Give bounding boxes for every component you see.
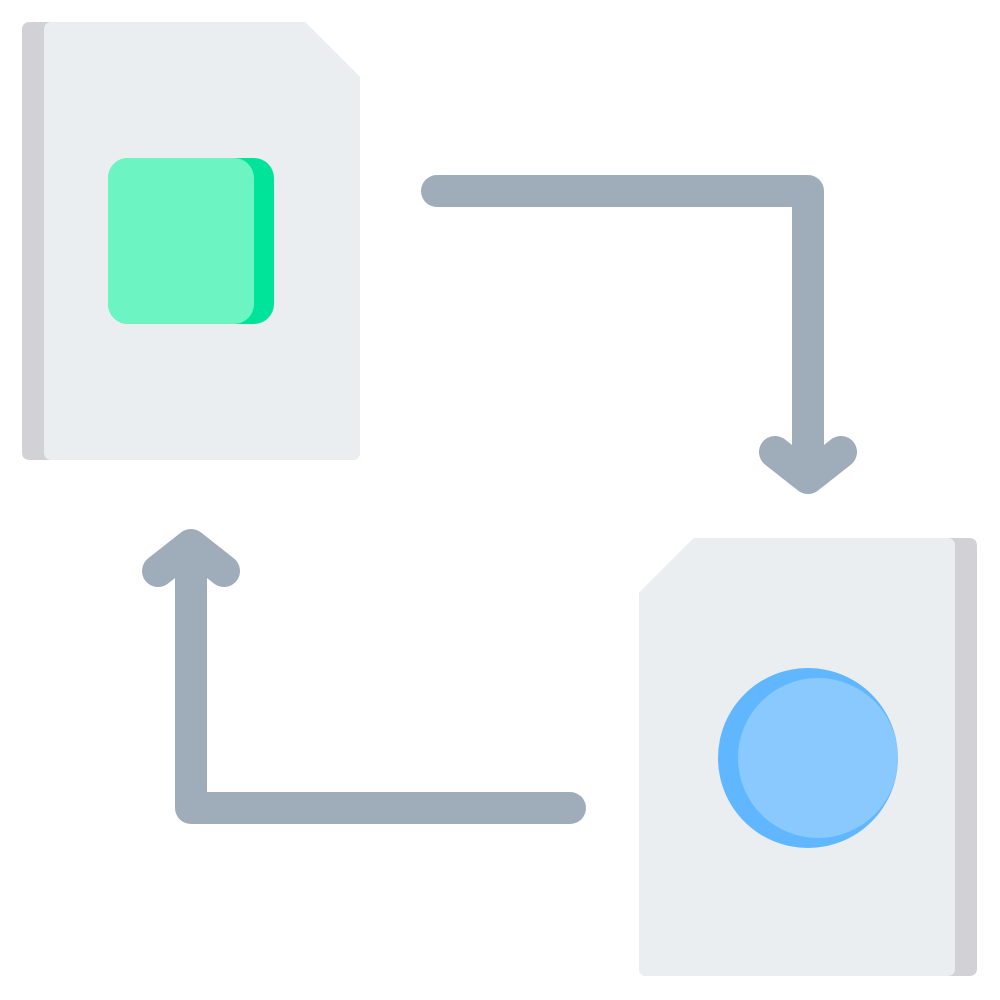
circle-icon: [718, 668, 898, 848]
arrow-up-icon: [142, 529, 586, 824]
arrow-down-icon: [421, 175, 857, 494]
square-icon: [108, 158, 274, 324]
